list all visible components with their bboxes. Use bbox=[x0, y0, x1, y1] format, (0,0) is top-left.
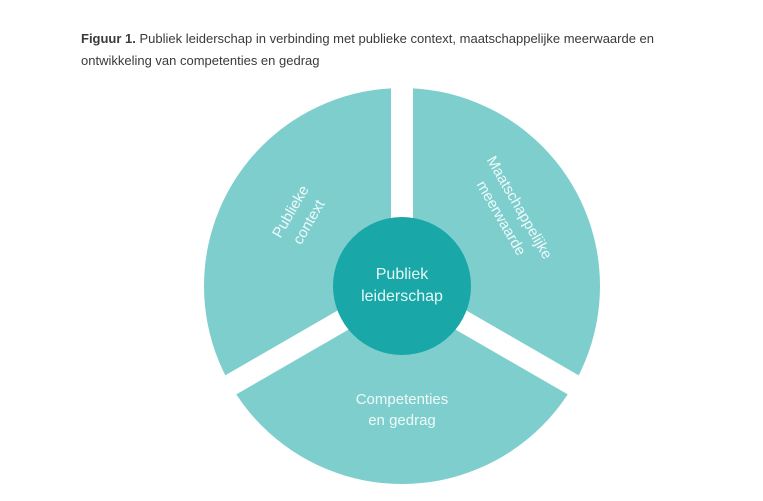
center-label-line: leiderschap bbox=[361, 288, 443, 305]
segment-label-line: Competenties bbox=[355, 391, 449, 408]
segment-label-line: en gedrag bbox=[368, 412, 436, 429]
center-label: Publiek leiderschap bbox=[342, 264, 462, 308]
segment-competenties-gedrag: Competenties en gedrag bbox=[332, 389, 472, 431]
figure-caption: Figuur 1. Publiek leiderschap in verbind… bbox=[81, 28, 681, 72]
caption-text: Publiek leiderschap in verbinding met pu… bbox=[81, 31, 655, 68]
center-label-line: Publiek bbox=[375, 266, 429, 283]
caption-label: Figuur 1. bbox=[81, 31, 136, 46]
center-circle bbox=[333, 217, 471, 355]
